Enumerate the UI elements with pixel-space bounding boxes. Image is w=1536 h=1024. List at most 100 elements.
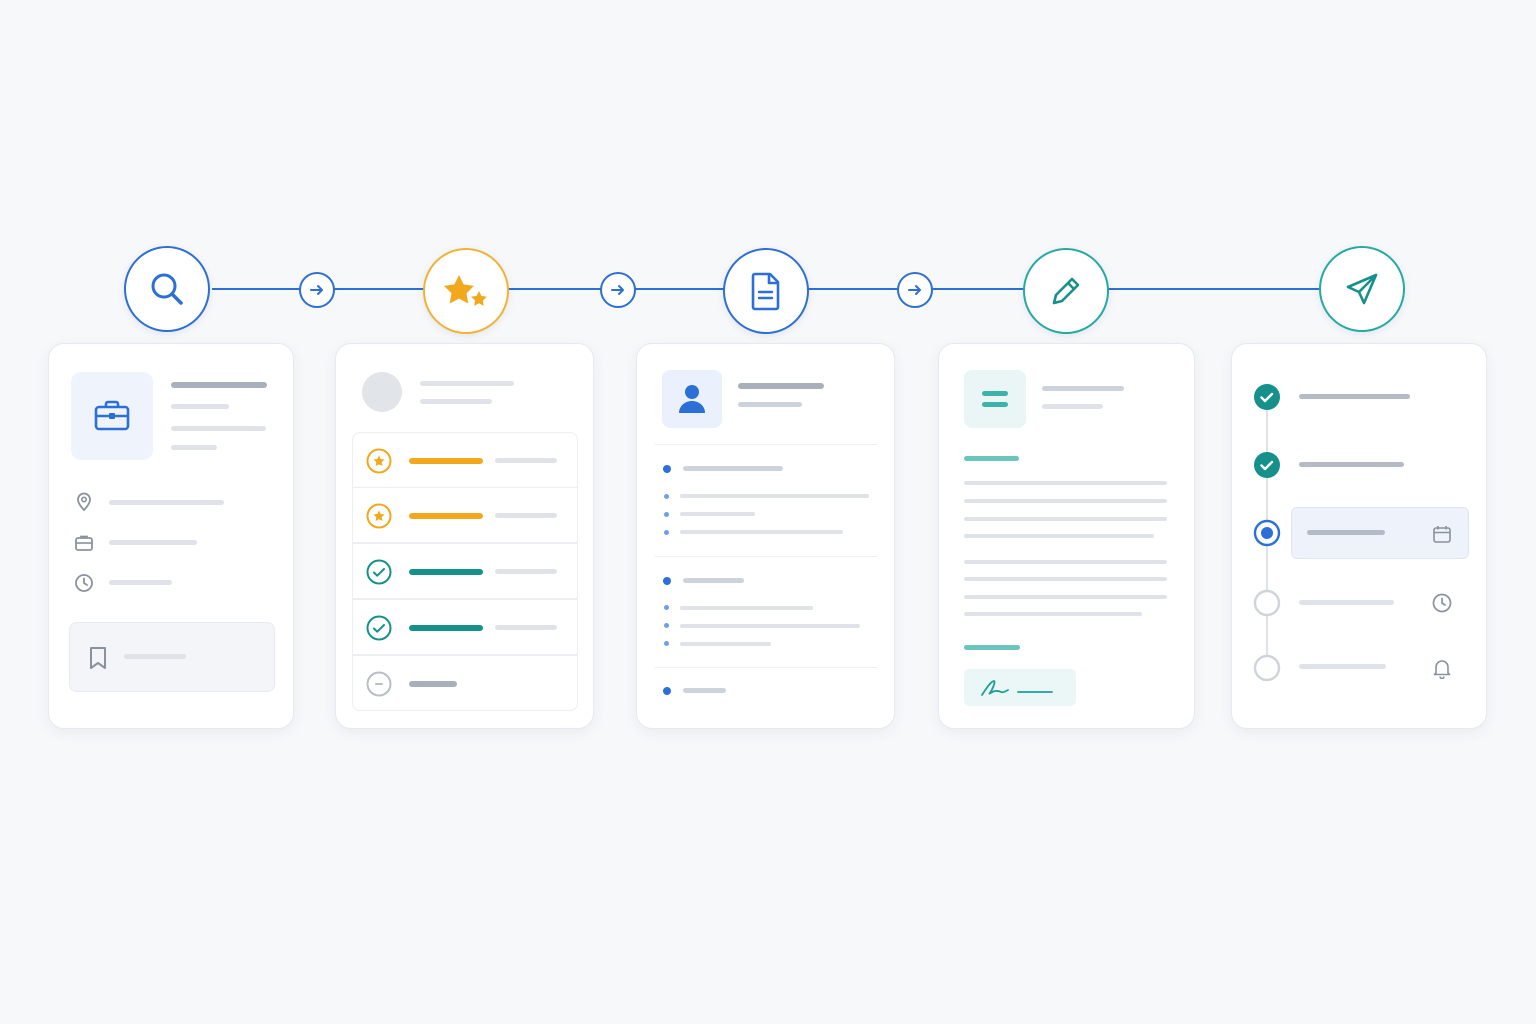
score-bar <box>409 625 483 631</box>
criteria-line <box>495 625 557 630</box>
score-bar <box>409 513 483 519</box>
list-item[interactable] <box>352 655 578 711</box>
check-circle-icon <box>366 615 392 641</box>
list-item[interactable] <box>352 543 578 599</box>
save-job-button[interactable] <box>69 622 275 692</box>
closing-line <box>964 645 1020 650</box>
tracker-card[interactable] <box>1231 343 1487 729</box>
detail-line <box>680 512 755 516</box>
body-line <box>964 499 1167 503</box>
step-cover-letter[interactable] <box>1023 248 1109 334</box>
milestone-line <box>1299 664 1386 669</box>
job-detail-line <box>171 426 266 431</box>
search-icon <box>151 273 183 305</box>
bell-icon[interactable] <box>1431 657 1453 679</box>
letter-sub-line <box>1042 404 1103 409</box>
list-item[interactable] <box>352 432 578 488</box>
calendar-icon <box>1433 526 1451 543</box>
list-bullet <box>664 512 669 517</box>
body-line <box>964 517 1167 521</box>
arrow-right-icon <box>897 272 933 308</box>
arrow-right-icon <box>299 272 335 308</box>
radio-selected-icon <box>1253 519 1281 547</box>
body-line <box>964 534 1154 538</box>
avatar <box>362 372 402 412</box>
radio-empty-icon <box>1253 654 1281 682</box>
criteria-line <box>495 513 557 518</box>
step-resume[interactable] <box>723 248 809 334</box>
detail-line <box>680 642 771 646</box>
candidate-name-line <box>420 381 514 386</box>
section-heading-line <box>683 466 783 471</box>
profile-icon-tile <box>662 370 722 428</box>
list-item[interactable] <box>352 487 578 543</box>
radio-empty-icon <box>1253 589 1281 617</box>
location-icon <box>77 492 91 512</box>
milestone-line <box>1299 462 1404 467</box>
clock-icon <box>75 574 93 592</box>
job-listing-card[interactable] <box>48 343 294 729</box>
divider <box>655 444 877 445</box>
milestone-line <box>1299 600 1394 605</box>
bookmark-icon <box>90 647 106 669</box>
evaluation-card[interactable] <box>335 343 594 729</box>
detail-line <box>680 530 843 534</box>
star-badge-icon <box>366 448 392 474</box>
person-icon <box>679 385 705 413</box>
briefcase-icon <box>75 535 93 551</box>
list-bullet <box>664 494 669 499</box>
send-icon <box>1346 273 1378 305</box>
body-line <box>964 560 1167 564</box>
criteria-line <box>495 458 557 463</box>
job-posted-line <box>109 580 172 585</box>
section-heading-line <box>683 688 726 693</box>
body-line <box>964 481 1167 485</box>
clock-icon[interactable] <box>1431 592 1453 614</box>
section-bullet <box>663 577 671 585</box>
save-label-line <box>124 654 186 659</box>
candidate-sub-line <box>420 399 492 404</box>
job-location-line <box>109 500 224 505</box>
detail-line <box>680 624 860 628</box>
resume-name-line <box>738 383 824 389</box>
lines-icon <box>982 391 1008 407</box>
milestone-line <box>1307 530 1385 535</box>
signature-box[interactable] <box>964 669 1076 706</box>
section-bullet <box>663 465 671 473</box>
resume-card[interactable] <box>636 343 895 729</box>
step-submit[interactable] <box>1319 246 1405 332</box>
current-milestone[interactable] <box>1291 507 1469 559</box>
score-bar <box>409 681 457 687</box>
check-circle-icon <box>366 559 392 585</box>
greeting-line <box>964 456 1019 461</box>
body-line <box>964 577 1167 581</box>
score-bar <box>409 458 483 464</box>
list-item[interactable] <box>352 599 578 655</box>
step-shortlist[interactable] <box>423 248 509 334</box>
pencil-icon <box>1052 277 1080 305</box>
briefcase-icon <box>94 400 130 431</box>
body-line <box>964 612 1142 616</box>
letter-title-line <box>1042 386 1124 391</box>
stars-icon <box>444 275 487 306</box>
list-bullet <box>664 605 669 610</box>
job-company-line <box>171 404 229 409</box>
letter-icon-tile <box>964 370 1026 428</box>
list-bullet <box>664 530 669 535</box>
detail-line <box>680 606 813 610</box>
document-icon <box>751 272 780 311</box>
job-type-line <box>109 540 197 545</box>
milestone-line <box>1299 394 1410 399</box>
job-title-line <box>171 382 267 388</box>
cover-letter-card[interactable] <box>938 343 1195 729</box>
job-icon-tile <box>71 372 153 460</box>
check-filled-icon <box>1254 384 1280 410</box>
list-bullet <box>664 641 669 646</box>
score-bar <box>409 569 483 575</box>
job-detail-line <box>171 445 217 450</box>
arrow-right-icon <box>600 272 636 308</box>
body-line <box>964 595 1167 599</box>
check-filled-icon <box>1254 452 1280 478</box>
step-search[interactable] <box>124 246 210 332</box>
detail-line <box>680 494 869 498</box>
